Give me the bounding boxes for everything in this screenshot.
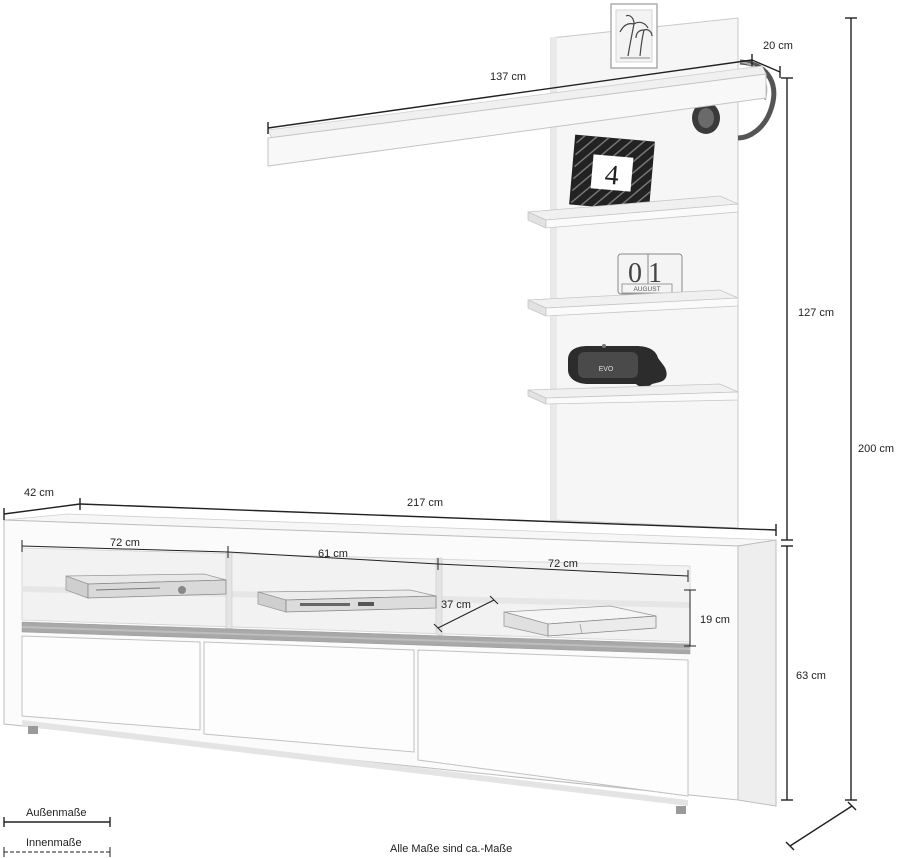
small-shelf-middle bbox=[527, 289, 739, 317]
label-compartment-left: 72 cm bbox=[110, 537, 140, 549]
small-shelf-lower bbox=[527, 383, 739, 405]
label-shelf-depth: 20 cm bbox=[763, 40, 793, 52]
legend: Außenmaße Innenmaße bbox=[3, 807, 111, 857]
number-frame-decor: 4 bbox=[569, 134, 656, 212]
label-inner-height: 19 cm bbox=[700, 614, 730, 626]
receiver-device bbox=[65, 573, 227, 599]
label-base-depth: 42 cm bbox=[24, 487, 54, 499]
label-shelf-width: 137 cm bbox=[490, 71, 526, 83]
label-inner-depth: 37 cm bbox=[441, 599, 471, 611]
calendar-month-text: AUGUST bbox=[633, 286, 660, 293]
legend-outer-label: Außenmaße bbox=[26, 807, 87, 819]
small-shelf-upper bbox=[527, 195, 739, 229]
vr-brand-text: EVO bbox=[599, 366, 614, 373]
lowboard-cabinet bbox=[3, 513, 777, 814]
frame-number-text: 4 bbox=[603, 159, 620, 191]
label-total-height: 200 cm bbox=[858, 443, 894, 455]
legend-inner-label: Innenmaße bbox=[26, 837, 82, 849]
dvd-player-device bbox=[257, 589, 437, 613]
picture-frame-decor bbox=[610, 3, 658, 69]
calendar-decor: 01 AUGUST bbox=[617, 253, 683, 295]
label-base-height: 63 cm bbox=[796, 670, 826, 682]
label-panel-height: 127 cm bbox=[798, 307, 834, 319]
inner-dimension-lines bbox=[21, 540, 696, 647]
game-console-device bbox=[503, 605, 657, 637]
dimension-lines bbox=[3, 17, 857, 851]
label-compartment-middle: 61 cm bbox=[318, 548, 348, 560]
vr-headset-decor: EVO bbox=[568, 344, 667, 387]
footnote-text: Alle Maße sind ca.-Maße bbox=[390, 843, 512, 855]
label-compartment-right: 72 cm bbox=[548, 558, 578, 570]
label-base-width: 217 cm bbox=[407, 497, 443, 509]
top-long-shelf bbox=[267, 65, 767, 167]
